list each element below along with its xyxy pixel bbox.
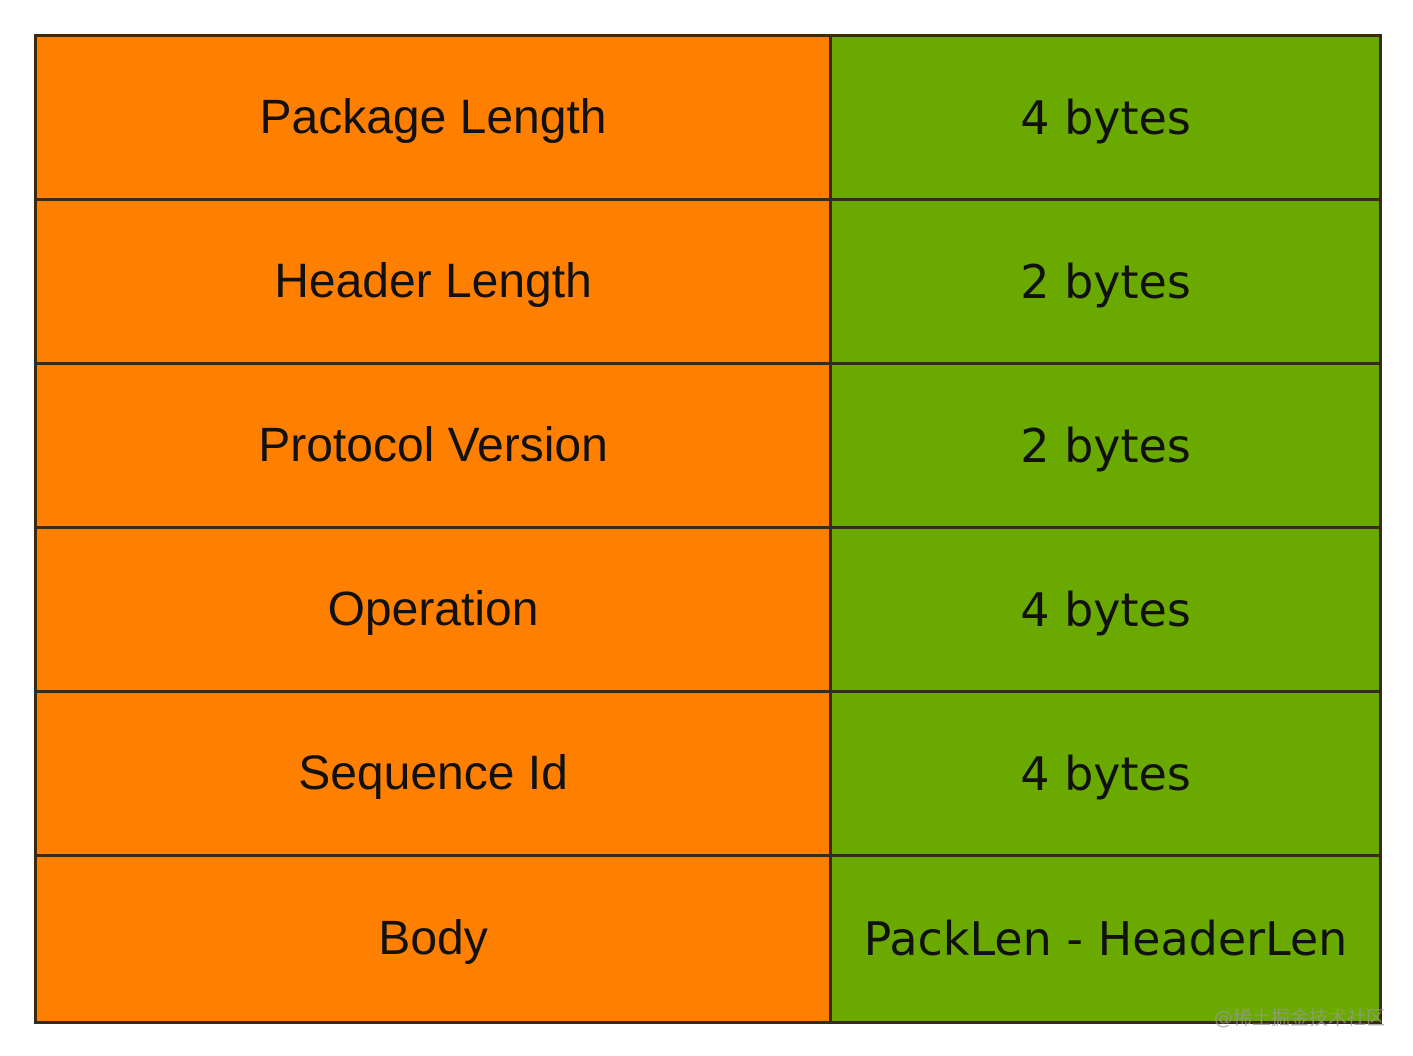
size-cell-sequence-id: 4 bytes [832,693,1379,857]
size-cell-header-length: 2 bytes [832,201,1379,365]
size-cell-package-length: 4 bytes [832,37,1379,201]
watermark: @稀土掘金技术社区 [1213,1007,1385,1029]
field-cell-protocol-version: Protocol Version [37,365,832,529]
size-cell-body: PackLen - HeaderLen [832,857,1379,1021]
field-cell-operation: Operation [37,529,832,693]
field-cell-header-length: Header Length [37,201,832,365]
size-cell-protocol-version: 2 bytes [832,365,1379,529]
size-cell-operation: 4 bytes [832,529,1379,693]
field-cell-sequence-id: Sequence Id [37,693,832,857]
field-cell-package-length: Package Length [37,37,832,201]
protocol-packet-table: Package Length 4 bytes Header Length 2 b… [34,34,1382,1024]
field-cell-body: Body [37,857,832,1021]
